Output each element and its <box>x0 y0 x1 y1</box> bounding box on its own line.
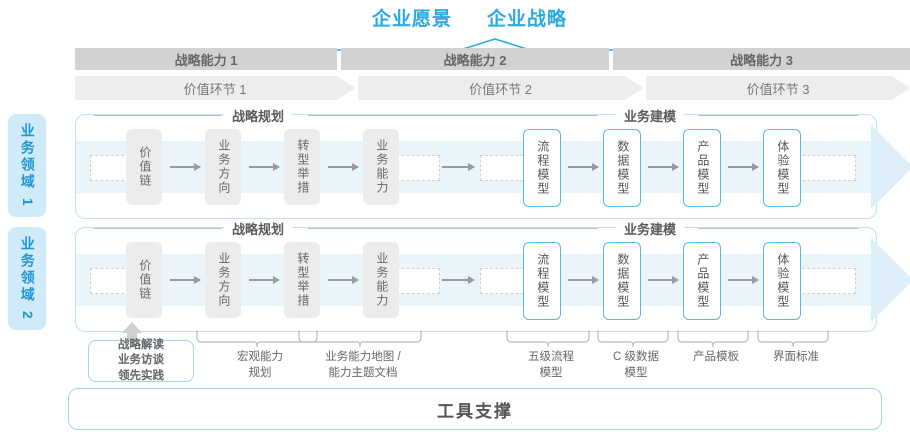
business-domain-tab-1[interactable]: 业务领域 1 <box>8 114 46 217</box>
node-planning-2-3[interactable]: 转型举措 <box>284 242 320 318</box>
node-planning-2-2[interactable]: 业务方向 <box>205 242 241 318</box>
node-planning-2-1[interactable]: 价值链 <box>126 242 162 318</box>
deliverable-label-macro-capability: 宏观能力规划 <box>237 351 283 379</box>
node-planning-1-4[interactable]: 业务能力 <box>363 129 399 205</box>
section-rule-mid-2 <box>308 228 598 229</box>
arrow-1-4 <box>568 163 599 171</box>
node-modeling-1-1[interactable]: 流程模型 <box>523 129 561 207</box>
section-title-modeling-2: 业务建模 <box>616 219 685 238</box>
placeholder-box-2d <box>792 268 856 294</box>
node-label: 数据模型 <box>615 253 630 309</box>
capability-bar-3[interactable]: 战略能力 3 <box>613 48 910 70</box>
capability-label-3: 战略能力 3 <box>730 52 793 68</box>
node-label: 转型举措 <box>295 139 310 195</box>
deliverable-label-capability-map: 业务能力地图 /能力主题文档 <box>325 351 401 379</box>
node-modeling-1-3[interactable]: 产品模型 <box>683 129 721 207</box>
node-planning-1-3[interactable]: 转型举措 <box>284 129 320 205</box>
tool-support-label: 工具支撑 <box>437 401 513 421</box>
node-label: 流程模型 <box>535 140 550 196</box>
placeholder-box-1d <box>792 155 856 181</box>
arrow-1-6 <box>728 163 759 171</box>
node-label: 产品模型 <box>695 253 710 309</box>
arrow-2-bridge <box>442 276 475 284</box>
capability-bar-1[interactable]: 战略能力 1 <box>75 48 337 70</box>
brace-product-template <box>677 330 749 348</box>
arrow-1-3 <box>328 163 359 171</box>
node-planning-1-1[interactable]: 价值链 <box>126 129 162 205</box>
arrow-1-bridge <box>442 163 475 171</box>
deliverable-label-ui-standard: 界面标准 <box>773 351 819 363</box>
node-planning-2-4[interactable]: 业务能力 <box>363 242 399 318</box>
upward-arrow-icon <box>122 322 142 342</box>
node-planning-1-2[interactable]: 业务方向 <box>205 129 241 205</box>
section-title-planning-2: 战略规划 <box>224 219 293 238</box>
domain-row-1: 战略规划 业务建模 价值链 业务方向 转型举措 业务能力 流程模型 数据模型 产… <box>75 106 910 219</box>
node-modeling-2-1[interactable]: 流程模型 <box>523 242 561 320</box>
arrow-1-2 <box>249 163 280 171</box>
strategy-interpretation-box[interactable]: 战略解读业务访谈领先实践 <box>88 339 194 382</box>
domain-row-2: 战略规划 业务建模 价值链 业务方向 转型举措 业务能力 流程模型 数据模型 产… <box>75 219 910 332</box>
arrow-1-5 <box>648 163 679 171</box>
arrow-2-2 <box>249 276 280 284</box>
enterprise-vision-title: 企业愿景 <box>372 9 453 30</box>
value-chain-label-2: 价值环节 2 <box>469 81 532 97</box>
business-domain-tab-2[interactable]: 业务领域 2 <box>8 227 46 330</box>
capability-label-1: 战略能力 1 <box>174 52 238 68</box>
business-domain-label-1: 业务领域 1 <box>19 122 36 209</box>
arrow-2-3 <box>328 276 359 284</box>
enterprise-strategy-title: 企业战略 <box>487 9 568 30</box>
node-label: 业务方向 <box>216 252 231 308</box>
node-label: 体验模型 <box>775 140 790 196</box>
node-label: 业务方向 <box>216 139 231 195</box>
node-modeling-1-4[interactable]: 体验模型 <box>763 129 801 207</box>
deliverable-label-c-level-data: C 级数据模型 <box>613 351 659 379</box>
node-label: 业务能力 <box>374 252 389 308</box>
brace-ui-standard <box>757 330 829 348</box>
business-domain-label-2: 业务领域 2 <box>19 235 36 322</box>
arrow-2-5 <box>648 276 679 284</box>
value-chain-label-1: 价值环节 1 <box>183 81 247 97</box>
node-label: 体验模型 <box>775 253 790 309</box>
brace-capability-map <box>298 330 422 348</box>
value-chain-chevron-1[interactable]: 价值环节 1 <box>75 76 355 100</box>
node-label: 产品模型 <box>695 140 710 196</box>
arrow-1-1 <box>170 163 201 171</box>
flow-band-arrow-2 <box>871 238 910 322</box>
value-chain-chevron-2[interactable]: 价值环节 2 <box>358 76 643 100</box>
brace-five-level-process <box>506 330 590 348</box>
brace-c-level-data <box>597 330 669 348</box>
node-modeling-2-2[interactable]: 数据模型 <box>603 242 641 320</box>
node-label: 价值链 <box>137 259 152 301</box>
node-modeling-2-3[interactable]: 产品模型 <box>683 242 721 320</box>
capability-label-2: 战略能力 2 <box>443 52 507 68</box>
vision-strategy-header: 企业愿景 企业战略 <box>0 4 910 34</box>
deliverable-label-five-level-process: 五级流程模型 <box>528 351 574 379</box>
node-label: 数据模型 <box>615 140 630 196</box>
deliverable-label-product-template: 产品模板 <box>693 351 739 363</box>
flow-band-arrow-1 <box>871 125 910 209</box>
arrow-2-6 <box>728 276 759 284</box>
value-chain-chevron-3[interactable]: 价值环节 3 <box>646 76 910 100</box>
node-label: 业务能力 <box>374 139 389 195</box>
arrow-2-1 <box>170 276 201 284</box>
capability-bar-2[interactable]: 战略能力 2 <box>341 48 609 70</box>
node-label: 转型举措 <box>295 252 310 308</box>
section-title-planning-1: 战略规划 <box>224 106 293 125</box>
section-rule-right-1 <box>698 115 858 116</box>
arrow-2-4 <box>568 276 599 284</box>
section-rule-left-2 <box>94 228 222 229</box>
value-chain-label-3: 价值环节 3 <box>746 81 810 97</box>
tool-support-container: 工具支撑 <box>68 388 882 430</box>
node-label: 价值链 <box>137 146 152 188</box>
section-rule-right-2 <box>698 228 858 229</box>
section-rule-mid-1 <box>308 115 598 116</box>
node-modeling-2-4[interactable]: 体验模型 <box>763 242 801 320</box>
node-modeling-1-2[interactable]: 数据模型 <box>603 129 641 207</box>
section-rule-left-1 <box>94 115 222 116</box>
node-label: 流程模型 <box>535 253 550 309</box>
section-title-modeling-1: 业务建模 <box>616 106 685 125</box>
